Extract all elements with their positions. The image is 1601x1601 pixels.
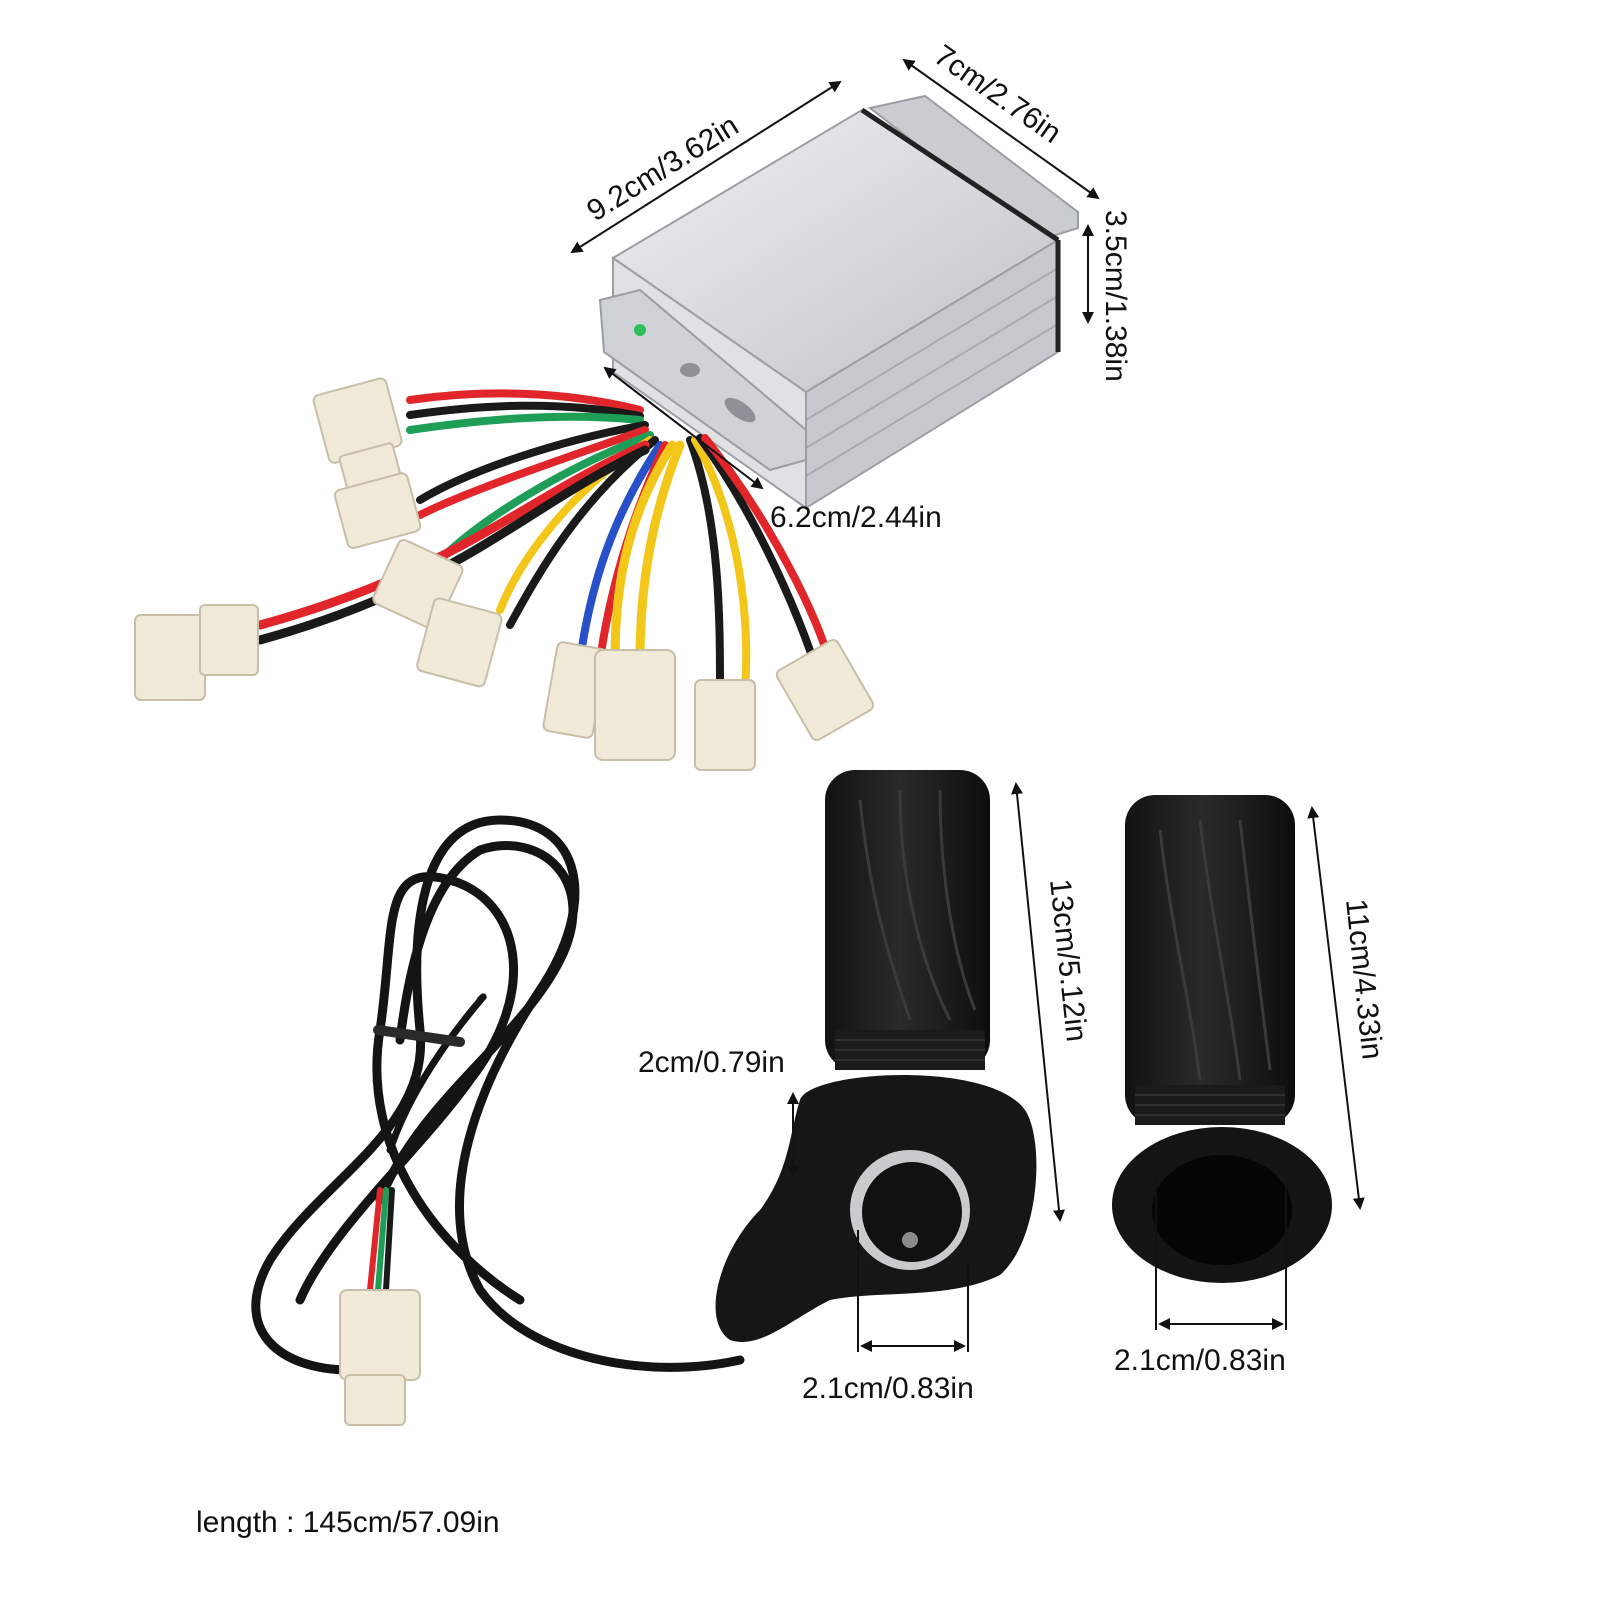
throttle-pigtail [367, 1187, 395, 1293]
controller-ribs [805, 267, 1059, 477]
throttle-lever-label: 2cm/0.79in [638, 1046, 785, 1079]
dim-arrow-throttle-length [1011, 782, 1065, 1222]
connector-8 [694, 679, 756, 771]
connector-5 [416, 597, 503, 688]
throttle-grip-body [825, 770, 990, 1070]
connector-9 [775, 639, 875, 741]
throttle-cable [251, 815, 745, 1375]
status-led [634, 324, 646, 336]
handlebar-grip [1112, 795, 1332, 1283]
dimension-lines [570, 58, 1365, 1352]
dim-arrow-grip-length [1307, 806, 1365, 1210]
wire-connectors [134, 377, 875, 771]
throttle-bore-label: 2.1cm/0.83in [802, 1372, 974, 1405]
grip-body [1125, 795, 1295, 1125]
controller-height-label: 3.5cm/1.38in [1099, 210, 1132, 382]
dim-arrow-depth [902, 58, 1100, 200]
connector-7 [594, 649, 676, 761]
grip-length-label: 11cm/4.33in [1339, 897, 1389, 1061]
grip-bore-label: 2.1cm/0.83in [1114, 1344, 1286, 1377]
controller-plate-label: 6.2cm/2.44in [770, 501, 942, 534]
throttle-connector [339, 1289, 421, 1426]
dim-arrow-plate [603, 366, 764, 490]
dim-arrow-width [570, 80, 842, 254]
cable-length-label: length : 145cm/57.09in [196, 1506, 500, 1539]
cable-tie [373, 1025, 465, 1047]
connector-4 [134, 604, 259, 701]
throttle-length-label: 13cm/5.12in [1043, 877, 1093, 1043]
connector-2 [333, 472, 422, 549]
